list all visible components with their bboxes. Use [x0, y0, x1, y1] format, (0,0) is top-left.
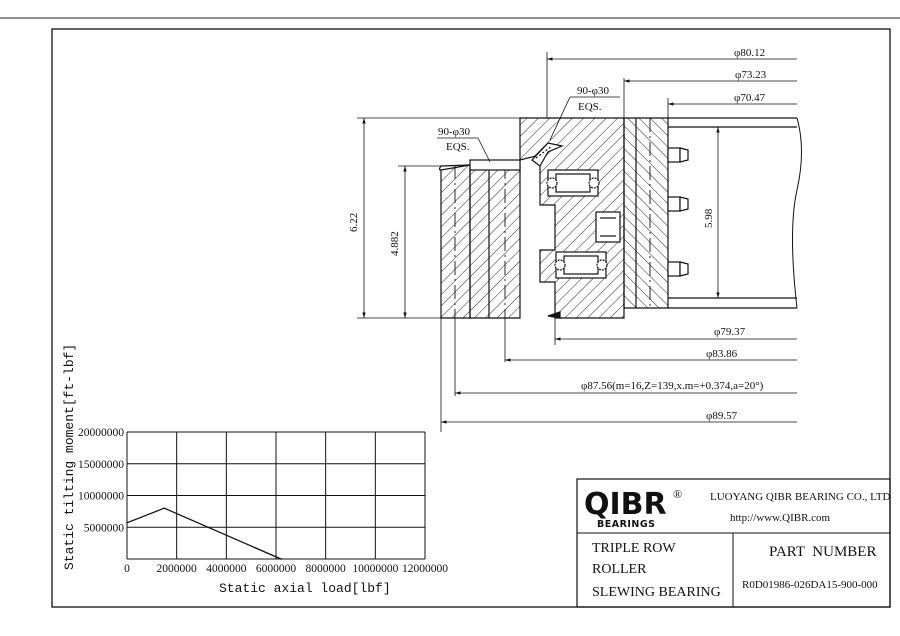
x-tick-label: 8000000 [306, 563, 347, 575]
y-tick-label: 20000000 [78, 427, 124, 439]
holes-left-eqs: EQS. [446, 141, 470, 153]
company-name: LUOYANG QIBR BEARING CO., LTD [710, 491, 891, 503]
chart-y-label: Static tilting moment[ft-lbf] [62, 344, 77, 570]
desc-line-3: SLEWING BEARING [592, 585, 721, 600]
logo-subtitle: BEARINGS [597, 519, 656, 530]
dim-phi-73: φ73.23 [735, 69, 767, 81]
dim-phi-70: φ70.47 [734, 92, 766, 104]
top-seal [531, 142, 564, 167]
data-point [163, 507, 166, 510]
bolt-top [667, 147, 689, 163]
dimension-texts: φ80.12 φ73.23 φ70.47 90-φ30 EQS. 90-φ30 … [348, 47, 767, 422]
desc-line-2: ROLLER [592, 562, 647, 577]
dim-height-outer: 4.882 [389, 231, 401, 256]
y-tick-label: 10000000 [78, 491, 124, 503]
part-number-label: PART NUMBER [769, 544, 876, 560]
part-number-value: R0D01986-026DA15-900-000 [742, 579, 878, 591]
desc-line-1: TRIPLE ROW [592, 541, 676, 556]
dim-phi-83: φ83.86 [706, 348, 738, 360]
load-chart: 20000000 15000000 10000000 5000000 0 2000000… [62, 344, 448, 596]
dimension-lines [357, 52, 797, 432]
radial-roller [595, 211, 621, 243]
x-tick-label: 2000000 [157, 563, 198, 575]
data-point [280, 558, 282, 560]
capacity-curve [126, 507, 282, 560]
x-tick-label: 10000000 [352, 563, 398, 575]
dim-height-total: 6.22 [348, 213, 360, 232]
inner-ring [623, 117, 669, 309]
chart-x-ticks: 0 2000000 4000000 6000000 8000000 10000000 120… [124, 563, 448, 575]
x-tick-label: 4000000 [206, 563, 247, 575]
bolt-bottom [667, 261, 689, 277]
registered-mark: ® [673, 487, 682, 501]
x-tick-label: 0 [124, 563, 130, 575]
outer-ring-flange [440, 164, 471, 319]
drawing-border [51, 28, 891, 608]
dim-phi-80: φ80.12 [734, 47, 765, 59]
bolt-middle [667, 196, 689, 212]
outer-ring-body [469, 164, 521, 319]
dim-gear-spec: φ87.56(m=16,Z=139,x.m=+0.374,a=20°) [581, 380, 764, 392]
holes-top-count: 90-φ30 [577, 85, 610, 97]
y-tick-label: 5000000 [84, 522, 125, 534]
chart-x-label: Static axial load[lbf] [219, 581, 391, 596]
company-website: http://www.QIBR.com [730, 512, 831, 524]
data-point [126, 522, 128, 524]
dim-phi-89: φ89.57 [706, 410, 738, 422]
x-tick-label: 6000000 [256, 563, 297, 575]
chart-y-ticks: 20000000 15000000 10000000 5000000 [78, 427, 124, 534]
chart-grid [126, 431, 426, 560]
qibr-logo: QIBR [584, 487, 667, 522]
title-block: QIBR ® BEARINGS LUOYANG QIBR BEARING CO.… [576, 478, 891, 608]
y-tick-label: 15000000 [78, 459, 124, 471]
bottom-seal [547, 311, 561, 319]
dim-height-inner: 5.98 [703, 208, 715, 228]
holes-top-eqs: EQS. [578, 101, 602, 113]
dim-phi-79: φ79.37 [714, 326, 746, 338]
holes-left-count: 90-φ30 [438, 126, 471, 138]
x-tick-label: 12000000 [402, 563, 448, 575]
bearing-section [438, 117, 802, 319]
